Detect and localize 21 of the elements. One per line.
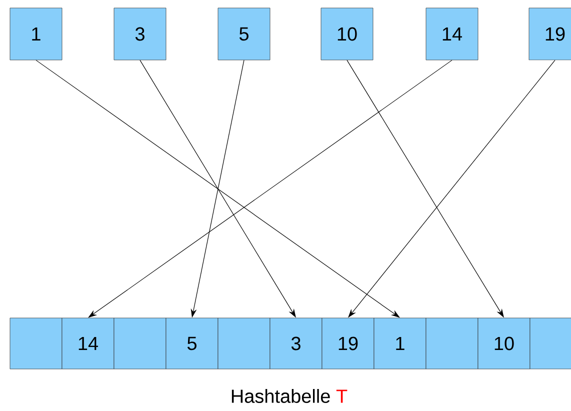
table-cell [426,318,478,370]
table-cell [530,318,571,370]
table-cell [10,318,62,370]
key-box: 5 [218,8,270,60]
table-cell [218,318,270,370]
table-cell: 5 [166,318,218,370]
key-box: 14 [426,8,478,60]
table-cell: 3 [270,318,322,370]
key-box: 1 [10,8,62,60]
key-box: 10 [320,8,374,60]
table-cell: 19 [322,318,374,370]
table-cell [114,318,166,370]
caption-text: Hashtabelle [232,389,330,403]
caption-text: T [336,390,348,403]
table-cell: 10 [478,318,530,370]
key-box: 19 [528,8,571,60]
key-box: 3 [114,8,166,60]
arrow [88,60,452,318]
table-cell: 1 [374,318,426,370]
arrow [36,60,400,318]
table-cell: 14 [62,318,114,370]
